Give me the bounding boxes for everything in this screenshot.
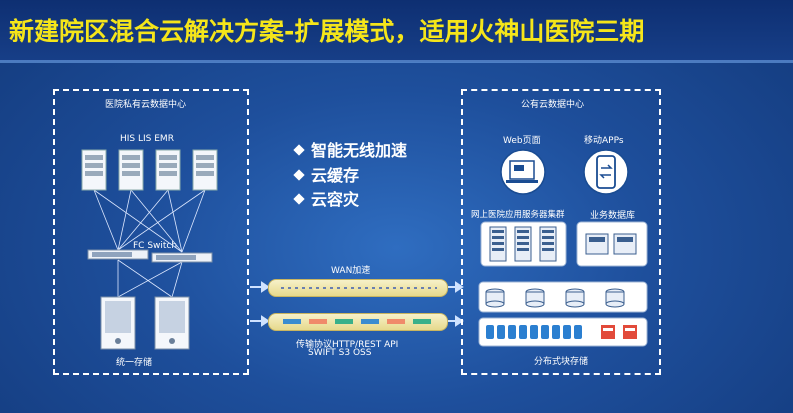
fc-switch-label: FC Switch — [133, 241, 178, 251]
protocol-label-2: SWIFT S3 OSS — [308, 348, 372, 358]
disk-icons — [485, 288, 625, 308]
cache-disk-row — [478, 281, 648, 313]
mobile-label: 移动APPs — [584, 136, 624, 146]
business-database-box — [576, 221, 648, 267]
fc-switch-icon — [87, 249, 149, 260]
red-drive-icons — [601, 325, 637, 339]
title-underline — [0, 60, 793, 63]
rack-server-icon — [539, 226, 557, 262]
database-server-icon — [585, 233, 609, 255]
protocol-segments — [283, 319, 431, 324]
public-cloud-panel — [461, 89, 661, 375]
storage-array-icon — [100, 296, 136, 350]
db-label: 业务数据库 — [590, 211, 636, 221]
private-cloud-title: 医院私有云数据中心 — [105, 100, 187, 110]
rack-server-icon — [514, 226, 532, 262]
wan-dots — [281, 287, 437, 289]
fc-switch-icon — [151, 252, 213, 263]
bullet-smart-acceleration: 智能无线加速 — [293, 137, 408, 161]
server-icon — [81, 149, 107, 191]
protocol-bar — [268, 313, 448, 331]
server-icon — [192, 149, 218, 191]
rack-server-icon — [489, 226, 507, 262]
mobile-app-icon — [583, 149, 629, 195]
title-bar — [0, 0, 793, 62]
bullet-cloud-cache: 云缓存 — [293, 162, 360, 186]
web-page-icon — [500, 149, 546, 195]
database-server-icon — [613, 233, 637, 255]
web-label: Web页面 — [503, 136, 541, 146]
protocol-label-1: 传输协议HTTP/REST API — [296, 340, 399, 350]
fabric-lines — [93, 189, 206, 298]
private-cloud-panel — [53, 89, 249, 375]
bullet-cloud-dr: 云容灾 — [293, 186, 360, 210]
server-icon — [155, 149, 181, 191]
storage-array-icon — [154, 296, 190, 350]
cluster-label: 网上医院应用服务器集群 — [471, 210, 565, 220]
wan-label: WAN加速 — [331, 266, 371, 276]
wan-acceleration-bar — [268, 279, 448, 297]
slide-title: 新建院区混合云解决方案-扩展模式，适用火神山医院三期 — [9, 17, 645, 46]
bullet-text: 云容灾 — [311, 190, 360, 209]
distributed-storage-label: 分布式块存储 — [534, 357, 589, 367]
public-cloud-title: 公有云数据中心 — [521, 100, 585, 110]
wan-arrows — [250, 281, 464, 327]
storage-drive-icons — [486, 325, 582, 339]
storage-label: 统一存储 — [116, 358, 153, 368]
server-icon — [118, 149, 144, 191]
bullet-text: 云缓存 — [311, 166, 360, 185]
bullet-text: 智能无线加速 — [311, 141, 408, 160]
systems-label: HIS LIS EMR — [120, 134, 174, 144]
